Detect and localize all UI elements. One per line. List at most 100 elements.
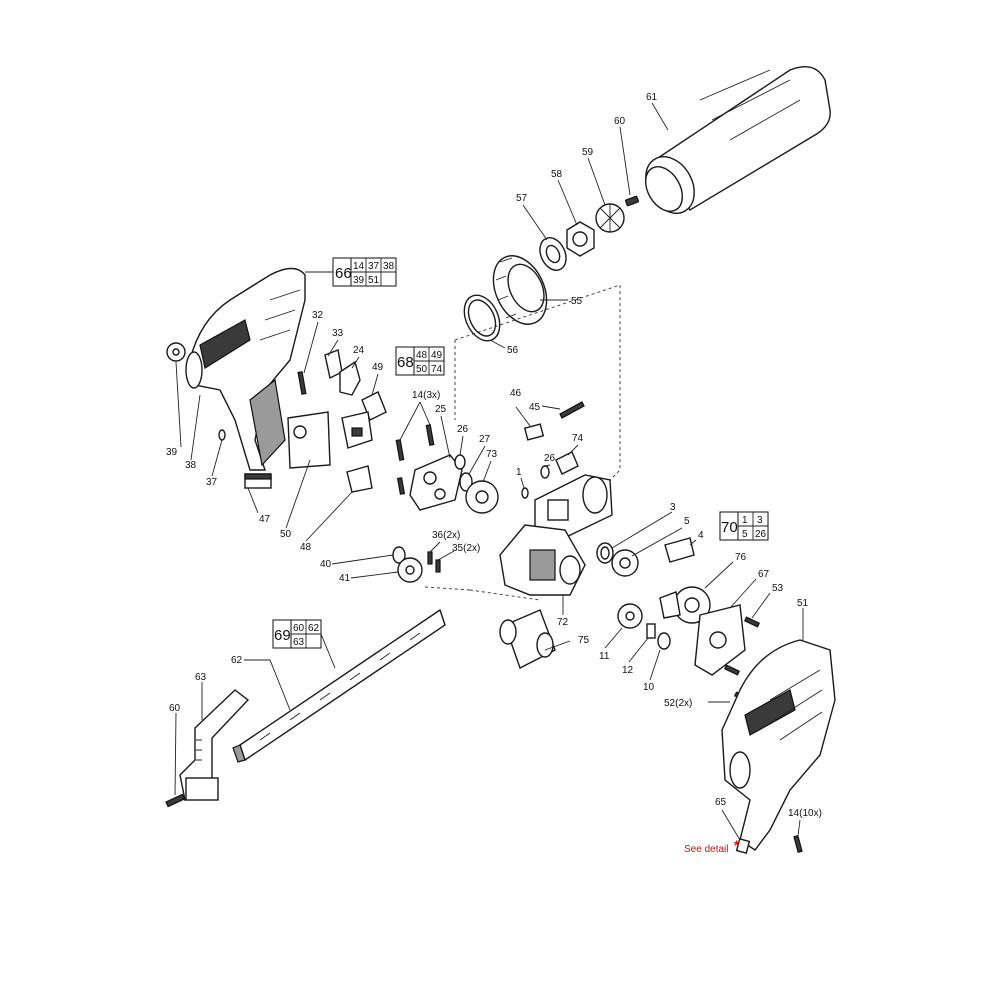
- callout-36-2x: 36(2x): [432, 530, 460, 541]
- callout-10: 10: [643, 682, 655, 693]
- collar-ring-55: [492, 255, 548, 325]
- callout-27: 27: [479, 434, 491, 445]
- gear-plate-25: [409, 454, 463, 511]
- callout-65: 65: [715, 797, 727, 808]
- callout-59: 59: [582, 147, 594, 158]
- callout-37: 37: [206, 477, 218, 488]
- callout-45: 45: [529, 402, 541, 413]
- callout-32: 32: [312, 310, 324, 321]
- kit-box-66: 66 14 37 38 39 51: [305, 257, 397, 287]
- screw-53: [744, 616, 760, 628]
- pcb-board-50: [287, 411, 331, 469]
- callout-41: 41: [339, 573, 351, 584]
- kit-box-69: 69 60 62 63: [272, 619, 336, 669]
- kit-68-main: 68: [397, 354, 414, 371]
- callout-58: 58: [551, 169, 563, 180]
- kit-69-sub-1: 62: [308, 623, 320, 634]
- contact-47: [244, 473, 272, 489]
- screw-14-10x: [793, 835, 803, 853]
- callout-35-2x: 35(2x): [452, 543, 480, 554]
- assembly-line-rack: [424, 586, 541, 601]
- kit-70-sub-2: 5: [742, 529, 748, 540]
- callout-57: 57: [516, 193, 528, 204]
- kit-box-68: 68 48 49 50 74: [395, 346, 445, 376]
- screw-32: [297, 371, 307, 395]
- screws-36-35: [427, 551, 441, 573]
- callout-14-3x: 14(3x): [412, 390, 440, 401]
- callout-55: 55: [571, 296, 583, 307]
- plate-67: [694, 604, 746, 676]
- callout-60-top: 60: [614, 116, 626, 127]
- pin-12: [646, 623, 656, 639]
- kit-70-main: 70: [721, 519, 738, 536]
- ring-26-left: [454, 454, 466, 470]
- callout-63: 63: [195, 672, 207, 683]
- right-housing-51: [721, 639, 836, 851]
- callout-25: 25: [435, 404, 447, 415]
- callout-40: 40: [320, 559, 332, 570]
- callout-1: 1: [516, 467, 522, 478]
- kit-box-70: 70 1 3 5 26: [719, 511, 769, 541]
- callout-5: 5: [684, 516, 690, 527]
- callout-52-2x: 52(2x): [664, 698, 692, 709]
- gear-73: [465, 480, 499, 514]
- callout-51: 51: [797, 598, 809, 609]
- callout-73: 73: [486, 449, 498, 460]
- callout-50: 50: [280, 529, 292, 540]
- kit-69-main: 69: [274, 627, 291, 644]
- gear-76: [659, 586, 711, 624]
- callout-72: 72: [557, 617, 569, 628]
- kit-70-sub-0: 1: [742, 515, 748, 526]
- callout-39: 39: [166, 447, 178, 458]
- kit-66-main: 66: [335, 265, 352, 282]
- piston-gear-59: [595, 203, 625, 233]
- spring-45: [559, 401, 585, 419]
- screw-60-top: [625, 195, 639, 207]
- assembly-line-upper: [454, 284, 621, 481]
- kit-68-sub-2: 50: [416, 364, 428, 375]
- trigger-parts-33-24: [324, 349, 361, 396]
- callout-labels: 61 60 59 58 57 55 56 32 33 24 49 14(3x) …: [166, 92, 822, 819]
- callout-26-right: 26: [544, 453, 556, 464]
- nut-58: [566, 221, 595, 257]
- washer-57: [539, 237, 567, 271]
- callout-12: 12: [622, 665, 634, 676]
- callout-33: 33: [332, 328, 344, 339]
- callout-11: 11: [599, 651, 610, 662]
- pin-1: [521, 487, 529, 499]
- kit-66-sub-0: 14: [353, 261, 365, 272]
- callout-49: 49: [372, 362, 384, 373]
- callout-48: 48: [300, 542, 312, 553]
- gear-41: [397, 557, 423, 583]
- kit-70-sub-3: 26: [755, 529, 767, 540]
- clutch-4: [664, 537, 695, 563]
- spring-3: [596, 542, 614, 564]
- connector-48: [346, 465, 373, 493]
- kit-68-sub-3: 74: [431, 364, 443, 375]
- callout-61: 61: [646, 92, 658, 103]
- pin-37: [218, 429, 226, 441]
- see-detail-label[interactable]: See detail: [684, 844, 728, 855]
- cartridge-holder-tube: [644, 66, 831, 214]
- small-gear-39: [166, 342, 186, 362]
- o-ring-56: [463, 294, 501, 342]
- part-74-26: [540, 451, 579, 479]
- switch-block-68: [341, 411, 373, 449]
- kit-68-sub-1: 49: [431, 350, 443, 361]
- kit-66-sub-3: 39: [353, 275, 365, 286]
- callout-38: 38: [185, 460, 197, 471]
- callout-47: 47: [259, 514, 271, 525]
- motor-75: [499, 609, 556, 669]
- kit-69-sub-0: 60: [293, 623, 305, 634]
- see-detail-note[interactable]: See detail *: [684, 837, 740, 855]
- block-46: [523, 423, 545, 441]
- callout-62: 62: [231, 655, 243, 666]
- gear-5: [611, 549, 639, 577]
- callout-56: 56: [507, 345, 519, 356]
- callout-74: 74: [572, 433, 584, 444]
- screws-14-3x: [395, 424, 435, 495]
- callout-46: 46: [510, 388, 522, 399]
- label-65: [735, 838, 751, 854]
- callout-60-bottom: 60: [169, 703, 181, 714]
